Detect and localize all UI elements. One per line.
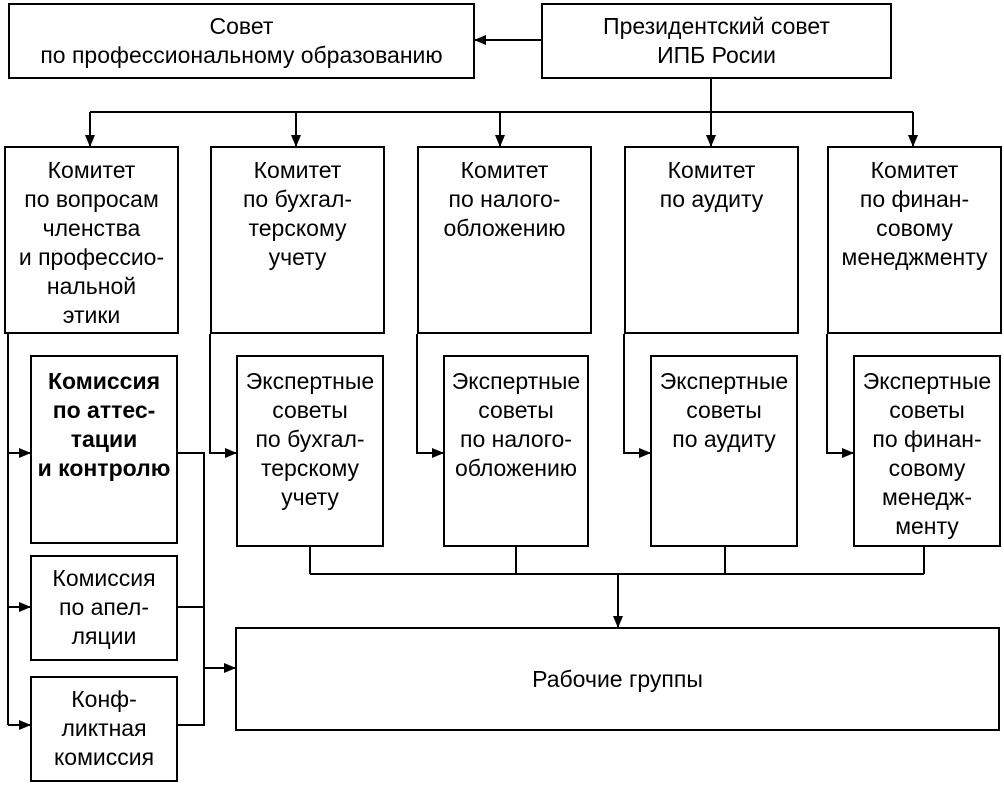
commission-conflict-label: Конф- ликтная комиссия [53,686,155,770]
commission-collector [178,452,205,726]
expert-accounting-box [236,355,384,547]
expert-taxation-box [443,355,589,547]
committee-finance-box [827,146,1002,334]
working-groups-label: Рабочие группы [532,666,703,692]
committee-finance-label: Комитет по финан- совому менеджменту [841,157,988,270]
committee-membership-label: Комитет по вопросам членства и профессио… [18,157,165,328]
expert-accounting-label: Экспертные советы по бухгал- терскому уч… [245,368,375,510]
presidential-council-label: Президентский совет ИПБ Росии [603,13,830,68]
expert-taxation-label: Экспертные советы по налого- обложению [451,368,581,481]
committee-accounting-label: Комитет по бухгал- терскому учету [242,157,353,270]
arrow-to-expert-2 [416,334,444,458]
commission-appeal-box [30,555,178,661]
arrow-to-expert-3 [623,334,651,458]
commission-attestation-label: Комиссия по аттес- тации и контролю [37,368,171,481]
expert-audit-box [650,355,798,547]
expert-finance-label: Экспертные советы по финан- совому менед… [862,368,992,539]
committee-audit-label: Комитет по аудиту [659,157,764,212]
arrow-to-expert-1 [209,334,237,458]
commission-appeal-label: Комиссия по апел- ляции [52,565,156,649]
arrow-to-expert-4 [826,334,854,458]
committee-taxation-box [417,146,592,334]
committee-membership-box [4,146,179,334]
edu-council-box [8,3,475,79]
committee-accounting-box [210,146,385,334]
commission-attestation-box [30,355,178,544]
commission-conflict-box [30,676,178,782]
expert-finance-box [853,355,1001,547]
committee-taxation-label: Комитет по налого- обложению [443,157,566,241]
edu-council-label: Совет по профессиональному образованию [40,13,443,68]
committee-audit-box [624,146,799,334]
presidential-council-box [541,3,892,79]
expert-audit-label: Экспертные советы по аудиту [659,368,789,452]
working-groups-box [235,627,1000,731]
